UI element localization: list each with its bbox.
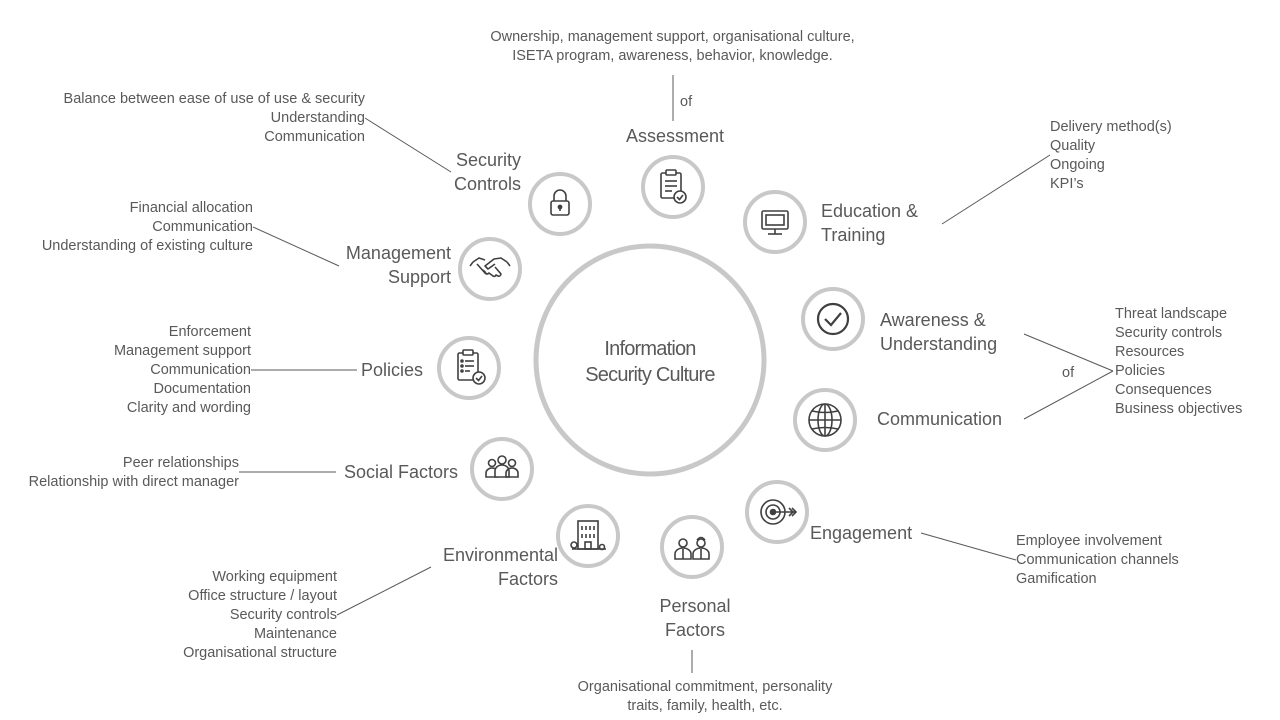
shared-connector-text: of — [1062, 365, 1075, 381]
group-icon — [485, 455, 519, 478]
clipboard-check-icon — [660, 169, 687, 204]
security-controls-label: Security Controls — [453, 150, 521, 194]
line-security — [364, 117, 452, 173]
monitor-icon — [761, 210, 789, 235]
checkmark-circle-icon — [816, 302, 850, 336]
globe-icon — [808, 403, 842, 437]
awareness-understanding-label: Awareness & Understanding — [880, 310, 998, 354]
people-icon — [674, 536, 710, 560]
policies-label: Policies — [360, 360, 423, 380]
lock-icon — [550, 189, 570, 216]
education-training-label: Education & Training — [821, 201, 919, 245]
social-factors-label: Social Factors — [343, 462, 458, 482]
engagement-details: Employee involvement Communication chann… — [1016, 533, 1179, 587]
connector-lines — [239, 75, 1114, 673]
line-management — [252, 226, 340, 267]
environmental-factors-label: Environmental Factors — [442, 545, 558, 589]
education-training-details: Delivery method(s) Quality Ongoing KPI’s — [1050, 119, 1172, 192]
document-check-icon — [457, 349, 486, 385]
target-icon — [760, 499, 798, 525]
management-support-details: Financial allocation Communication Under… — [41, 200, 253, 254]
building-icon — [570, 520, 606, 551]
assessment-details: Ownership, management support, organisat… — [490, 29, 855, 64]
center-title: Information Security Culture — [535, 336, 765, 388]
center-title-line-1: Information — [604, 338, 696, 360]
line-education — [941, 154, 1051, 225]
environmental-factors-details: Working equipment Office structure / lay… — [183, 569, 337, 661]
handshake-icon — [469, 257, 511, 278]
personal-factors-details: Organisational commitment, personality t… — [577, 679, 833, 714]
center-title-line-2: Security Culture — [585, 364, 715, 386]
social-factors-details: Peer relationships Relationship with dir… — [28, 455, 239, 490]
line-environmental — [336, 566, 432, 616]
line-communication — [1023, 370, 1114, 420]
assessment-label: Assessment — [625, 126, 725, 146]
assessment-connector-text: of — [680, 94, 693, 110]
policies-details: Enforcement Management support Communica… — [113, 324, 251, 416]
personal-factors-label: Personal Factors — [659, 596, 731, 640]
line-engagement — [920, 532, 1017, 561]
line-awareness — [1023, 333, 1114, 372]
management-support-label: Management Support — [345, 243, 451, 287]
center-circle — [533, 243, 767, 477]
security-controls-details: Balance between ease of use of use & sec… — [63, 91, 365, 145]
shared-details: Threat landscape Security controls Resou… — [1115, 306, 1243, 417]
engagement-label: Engagement — [810, 523, 913, 543]
communication-label: Communication — [877, 409, 1003, 429]
